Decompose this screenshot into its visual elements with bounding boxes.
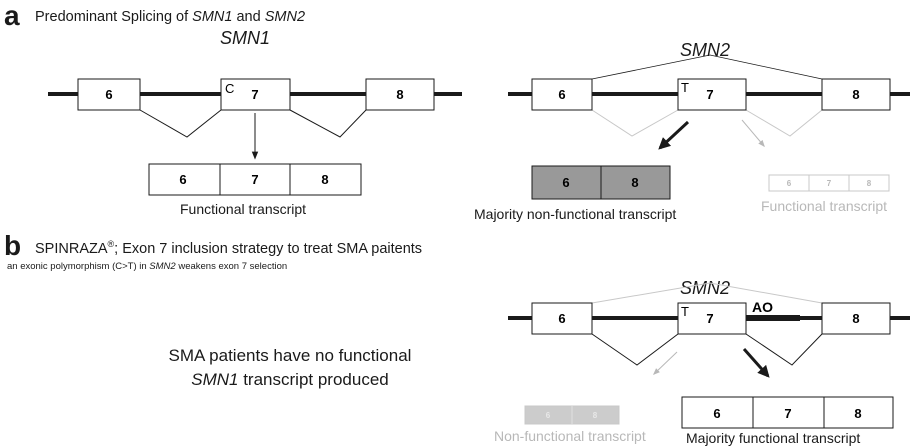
smn2b-exon-7-label: 7 (706, 311, 713, 326)
smn1-splice-7-8 (289, 109, 367, 138)
smn2-majority-nonfunctional-caption: Majority non-functional transcript (474, 206, 677, 222)
smn2b-splice-7-8 (745, 333, 823, 366)
smn2-gene-b: 6 7 8 T AO (508, 282, 910, 378)
panel-b-title-rest: ; Exon 7 inclusion strategy to treat SMA… (114, 240, 423, 257)
smn1-exon-7 (220, 78, 291, 111)
smn2b-exon-7 (677, 302, 747, 335)
panel-a-letter: a (4, 0, 20, 31)
smn2b-minor-transcript-exon-6: 6 (546, 411, 551, 420)
smn2a-exon-6-label: 6 (558, 87, 565, 102)
smn2a-nucleotide: T (681, 80, 689, 95)
smn2b-splice-6-7 (591, 333, 679, 366)
panel-b-title: SPINRAZA®; Exon 7 inclusion strategy to … (35, 239, 422, 257)
smn1-functional-transcript: 6 7 8 (148, 163, 362, 196)
smn2a-exon-8 (821, 78, 891, 111)
sma-statement-gene: SMN1 (191, 370, 239, 389)
smn1-transcript-exon-7: 7 (251, 172, 258, 187)
smn2-gene-label-a: SMN2 (680, 40, 731, 60)
smn2b-major-arrow (742, 348, 770, 378)
smn2b-major-transcript-exon-6: 6 (713, 406, 720, 421)
smn2a-minor-transcript-exon-8: 8 (867, 179, 872, 188)
smn1-functional-caption: Functional transcript (180, 201, 307, 217)
smn1-nucleotide: C (225, 81, 234, 96)
smn2b-major-transcript-exon-8: 8 (854, 406, 861, 421)
smn1-exon-7-label: 7 (251, 87, 258, 102)
smn2b-major-transcript-exon-7: 7 (784, 406, 791, 421)
smn1-transcript-exon-8: 8 (321, 172, 328, 187)
smn2a-minor-transcript-exon-6: 6 (787, 179, 792, 188)
smn2b-nucleotide: T (681, 304, 689, 319)
panel-b-title-reg: ® (107, 239, 115, 249)
smn2-gene-a: 6 7 8 T (508, 54, 910, 150)
panel-a-title-and: and (232, 9, 265, 25)
panel-a-title-gene1: SMN1 (192, 9, 233, 25)
panel-b-subtitle: an exonic polymorphism (C>T) in SMN2 wea… (7, 261, 287, 272)
smn2a-exon-7 (677, 78, 747, 111)
sma-statement-line1: SMA patients have no functional (168, 346, 412, 365)
smn2a-splice-6-7 (591, 109, 679, 137)
panel-b-nonfunctional-caption: Non-functional transcript (494, 428, 646, 444)
smn2b-exon-6-label: 6 (558, 311, 565, 326)
smn1-splice-6-7 (139, 109, 222, 138)
smn2a-exon-6 (531, 78, 593, 111)
sma-statement: SMA patients have no functional SMN1 tra… (130, 344, 450, 392)
panel-b-subtitle-gene: SMN2 (149, 261, 176, 272)
smn2a-minor-arrow (741, 119, 765, 148)
smn2a-major-transcript-exon-6: 6 (562, 175, 569, 190)
sma-statement-line2: SMN1 transcript produced (130, 368, 450, 392)
smn1-exon-8-label: 8 (396, 87, 403, 102)
smn2a-minor-transcript-exon-7: 7 (827, 179, 832, 188)
smn2b-major-transcript-box (681, 396, 894, 429)
smn2a-exon-8-label: 8 (852, 87, 859, 102)
smn1-gene: 6 7 8 C (48, 78, 462, 160)
panel-b-title-brand: SPINRAZA (35, 240, 108, 257)
smn2b-exon-8-label: 8 (852, 311, 859, 326)
smn2a-minor-transcript: 6 7 8 (768, 174, 890, 192)
smn2b-exon-6 (531, 302, 593, 335)
smn2a-major-transcript: 6 8 (531, 165, 671, 200)
smn1-exon-6 (77, 78, 141, 111)
smn1-transcript-exon-6: 6 (179, 172, 186, 187)
panel-a-title-prefix: Predominant Splicing of (35, 9, 193, 25)
smn2a-splice-7-8 (745, 109, 823, 137)
smn2b-major-transcript: 6 7 8 (681, 396, 894, 429)
smn2-minor-functional-caption: Functional transcript (761, 198, 888, 214)
panel-b-subtitle-suffix: weakens exon 7 selection (175, 261, 288, 272)
smn2b-skip-splice (591, 282, 823, 304)
smn1-gene-label: SMN1 (220, 28, 271, 48)
panel-b-letter: b (4, 230, 22, 261)
panel-a-title: Predominant Splicing of SMN1 and SMN2 (35, 9, 305, 25)
smn2a-exon-7-label: 7 (706, 87, 713, 102)
smn2b-minor-arrow (652, 351, 678, 375)
smn2a-major-transcript-exon-8: 8 (631, 175, 638, 190)
panel-a-title-gene2: SMN2 (264, 9, 306, 25)
panel-b-majority-functional-caption: Majority functional transcript (686, 430, 861, 446)
panel-b-subtitle-prefix: an exonic polymorphism (C>T) in (7, 261, 150, 272)
smn1-transcript-box (148, 163, 362, 196)
smn2b-exon-8 (821, 302, 891, 335)
sma-statement-line2-suffix: transcript produced (238, 370, 389, 389)
smn2b-ao-label: AO (752, 299, 773, 315)
smn2b-minor-transcript-exon-8: 8 (593, 411, 598, 420)
smn1-exon-8 (365, 78, 435, 111)
smn2a-major-arrow (658, 120, 690, 150)
smn2a-minor-transcript-box (768, 174, 890, 192)
smn2b-minor-transcript: 6 8 (524, 405, 620, 425)
smn2a-skip-splice (591, 54, 823, 80)
smn1-exon-6-label: 6 (105, 87, 112, 102)
smn2-gene-label-b: SMN2 (680, 278, 731, 298)
